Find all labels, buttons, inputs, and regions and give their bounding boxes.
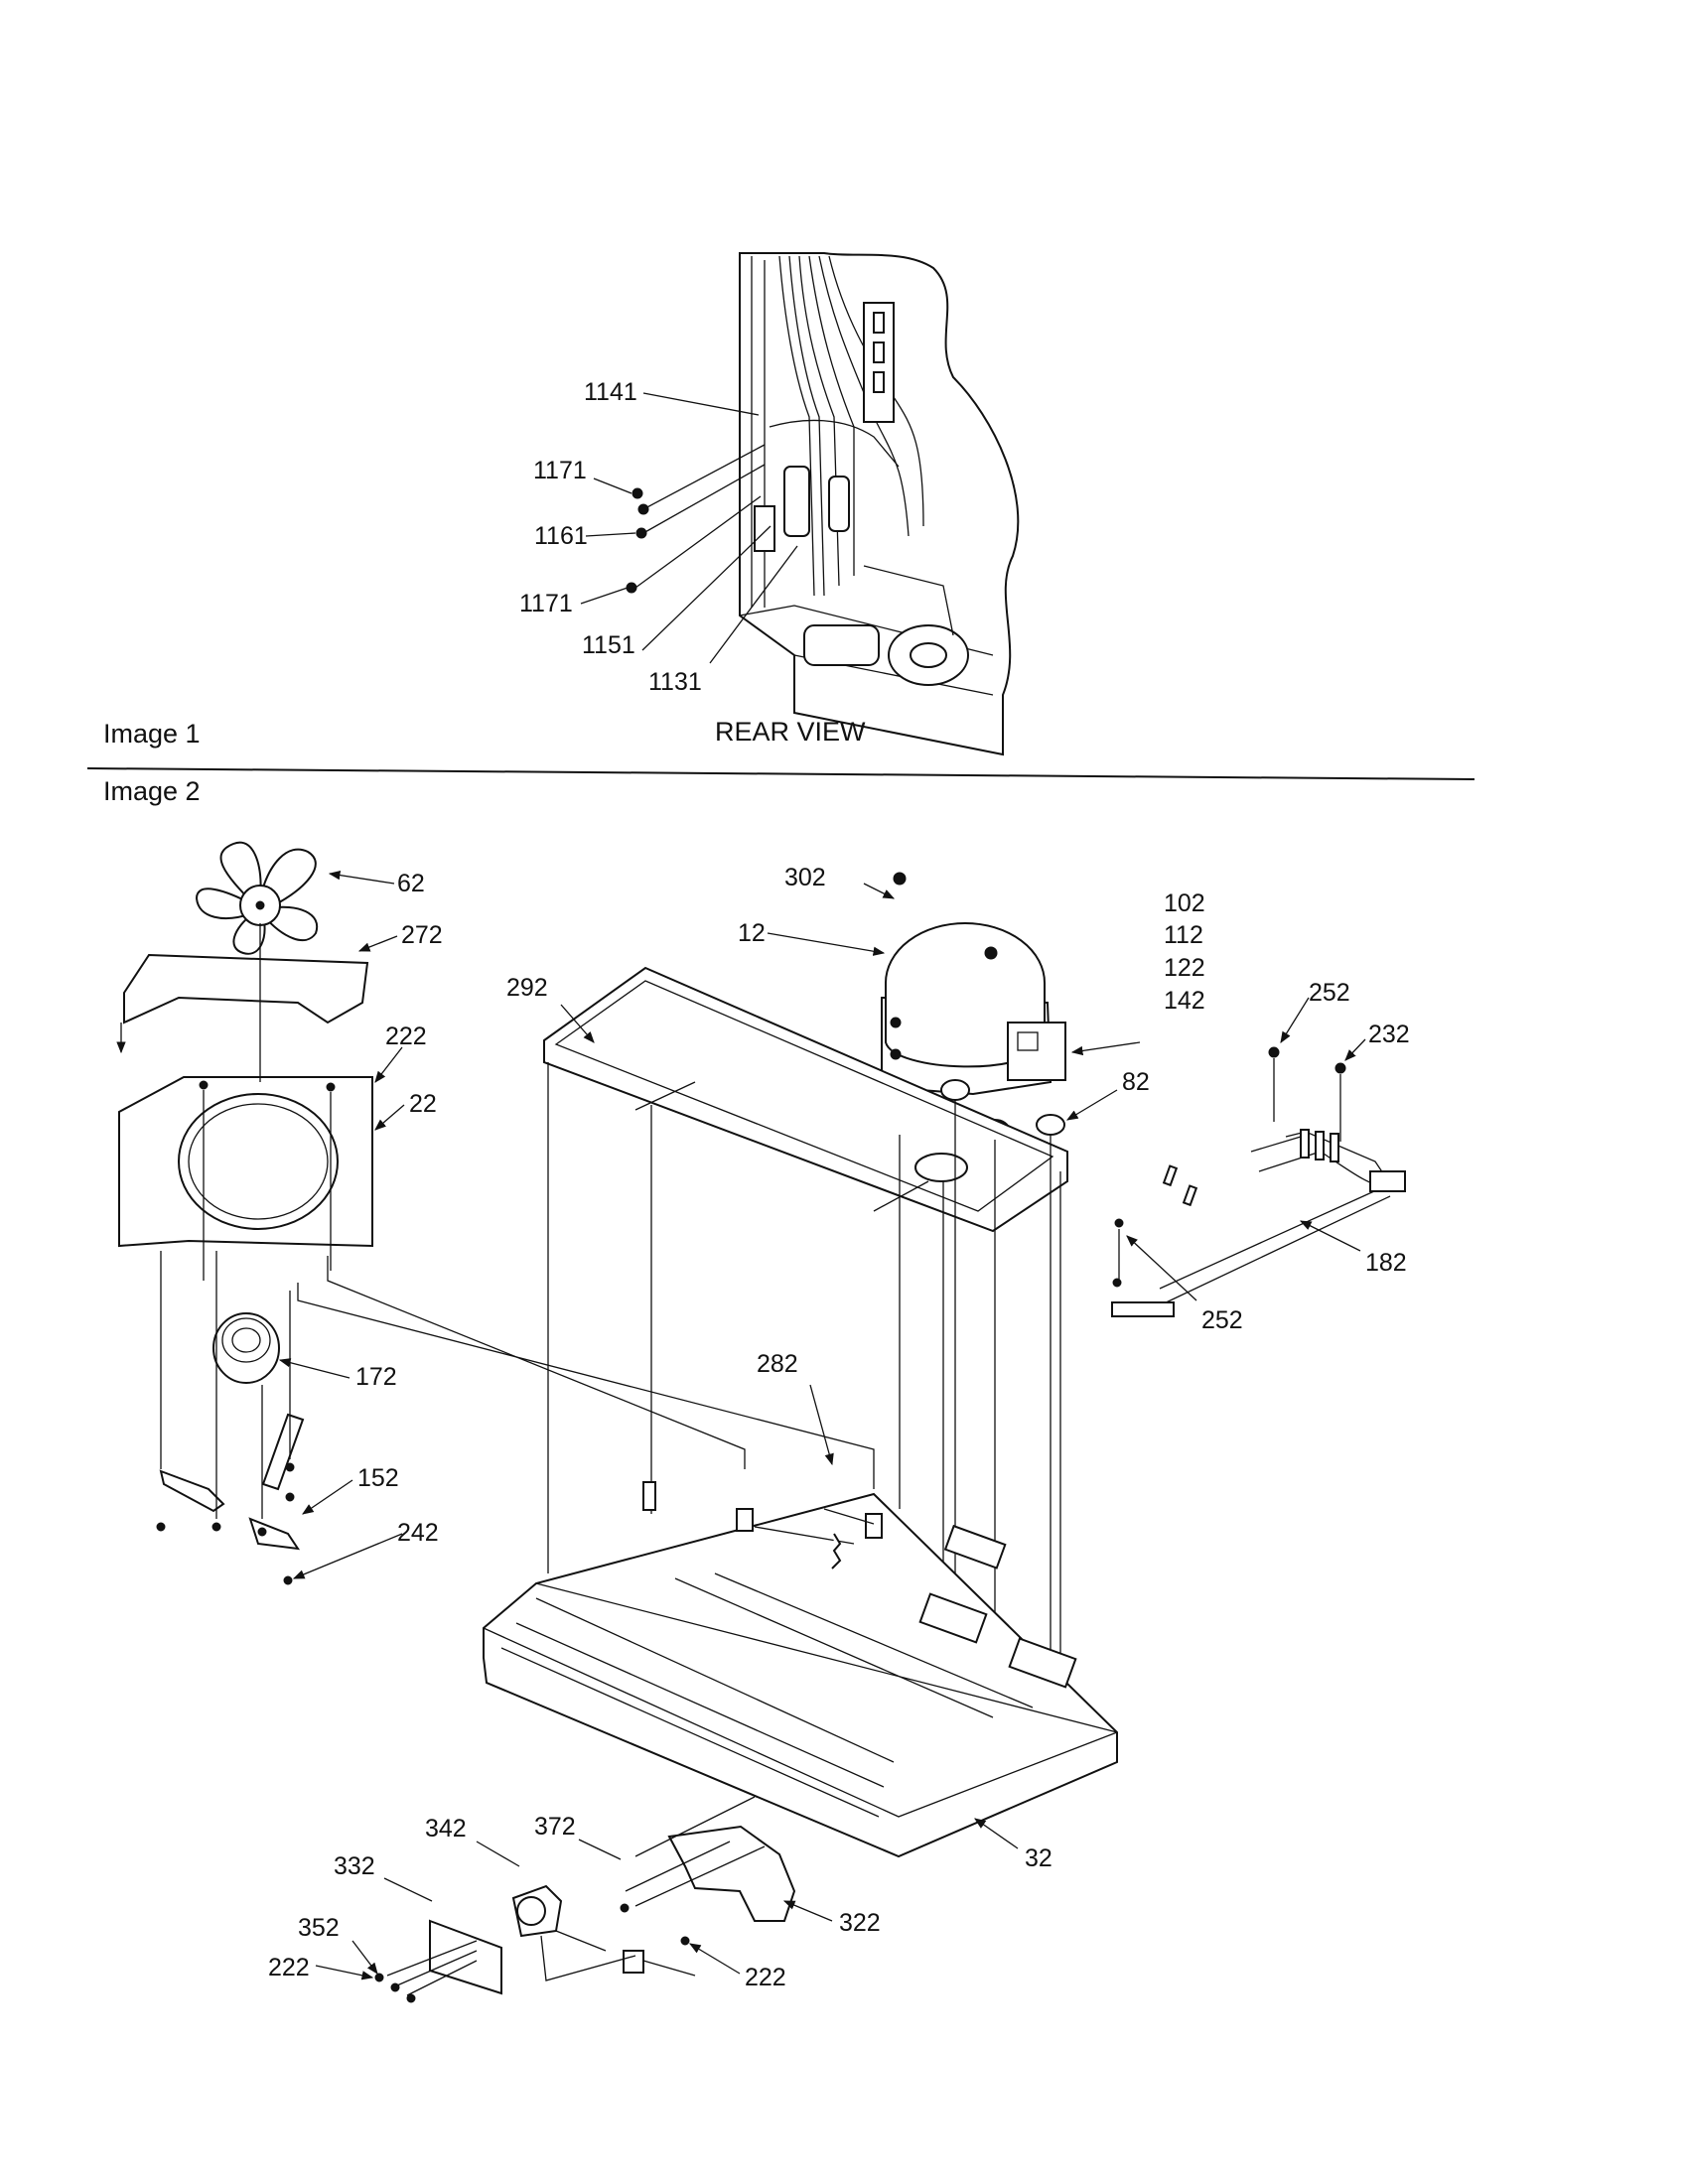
callout-222: 222 — [268, 1954, 310, 1981]
callout-232: 232 — [1368, 1021, 1410, 1048]
callout-1141: 1141 — [584, 378, 637, 406]
drain-pan — [543, 966, 1068, 1233]
fan-shroud — [123, 953, 369, 1024]
callout-1151: 1151 — [582, 631, 635, 659]
callout-1171: 1171 — [519, 590, 573, 617]
callout-222: 222 — [385, 1023, 427, 1050]
callout-182: 182 — [1365, 1249, 1407, 1277]
section-divider — [86, 767, 1475, 780]
fan-blade — [195, 841, 319, 955]
defrost-timer-assembly — [374, 1796, 796, 2003]
callout-82: 82 — [1122, 1068, 1150, 1096]
image-2-label: Image 2 — [103, 776, 201, 806]
callout-252: 252 — [1309, 979, 1350, 1007]
callout-1161: 1161 — [534, 522, 588, 550]
image-1-label: Image 1 — [103, 719, 201, 749]
callout-22: 22 — [409, 1090, 437, 1118]
callout-252: 252 — [1201, 1306, 1243, 1334]
exploded-view-leaders — [278, 870, 1366, 1980]
callout-122: 122 — [1164, 954, 1205, 982]
rear-view-callouts: 1141 1171 1161 1171 1151 1131 — [519, 378, 702, 696]
wire-harness — [1111, 1046, 1406, 1317]
callout-322: 322 — [839, 1909, 881, 1937]
callout-172: 172 — [355, 1363, 397, 1391]
fan-alignment-lines — [160, 923, 875, 1519]
callout-272: 272 — [401, 921, 443, 949]
motor-bracket-left — [159, 1469, 225, 1513]
rear-view-caption: REAR VIEW — [715, 717, 866, 747]
callout-62: 62 — [397, 870, 425, 897]
callout-12: 12 — [738, 919, 766, 947]
base-pan-assembly — [483, 1481, 1118, 1858]
callout-282: 282 — [757, 1350, 798, 1378]
fan-motor — [212, 1312, 280, 1384]
callout-342: 342 — [425, 1815, 467, 1843]
callout-372: 372 — [534, 1813, 576, 1841]
fan-bracket — [118, 1076, 373, 1248]
callout-302: 302 — [784, 864, 826, 891]
motor-bracket-right — [261, 1413, 305, 1491]
fan-screws — [156, 1080, 336, 1585]
callout-222: 222 — [745, 1964, 786, 1991]
callout-332: 332 — [334, 1852, 375, 1880]
callout-142: 142 — [1164, 987, 1205, 1015]
callout-1131: 1131 — [648, 668, 702, 696]
rear-view-leaders — [580, 392, 798, 664]
callout-152: 152 — [357, 1464, 399, 1492]
motor-bracket-lower — [248, 1517, 301, 1551]
callout-242: 242 — [397, 1519, 439, 1547]
rear-view-assembly — [626, 252, 1020, 756]
callout-352: 352 — [298, 1914, 340, 1942]
callout-292: 292 — [506, 974, 548, 1002]
callout-102: 102 — [1164, 889, 1205, 917]
callout-32: 32 — [1025, 1844, 1052, 1872]
callout-1171: 1171 — [533, 457, 587, 484]
callout-112: 112 — [1164, 921, 1203, 949]
exploded-view-callouts: 62 272 222 22 172 152 242 302 12 292 102… — [268, 864, 1410, 1991]
compressor — [881, 872, 1066, 1096]
